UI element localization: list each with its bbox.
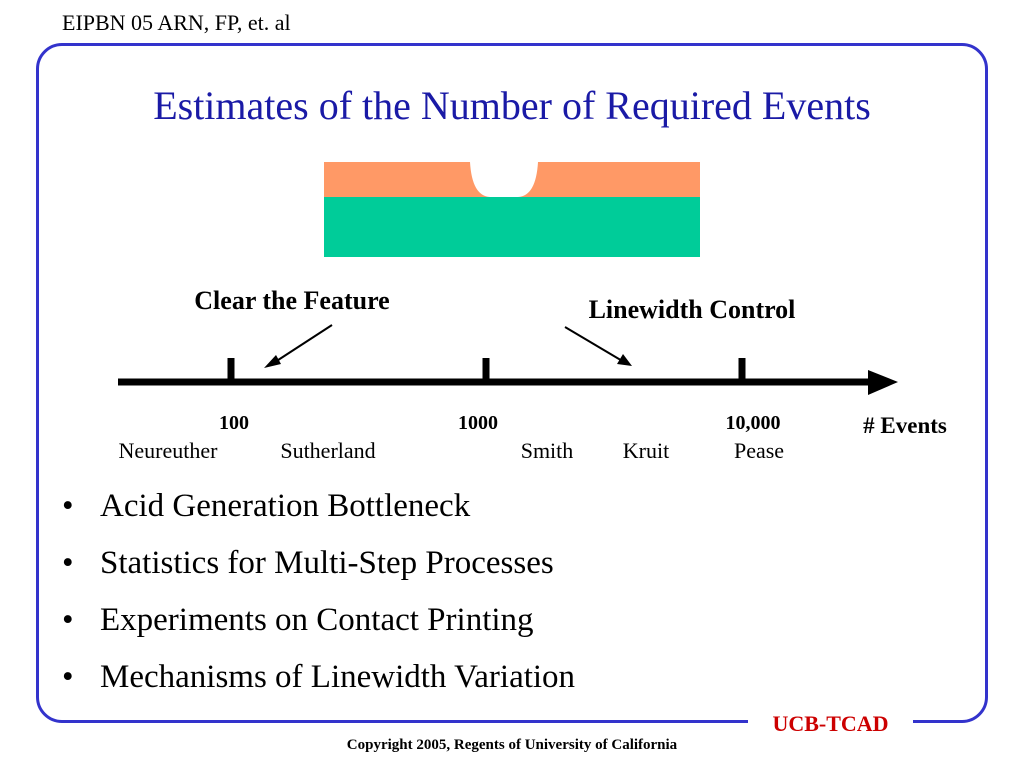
resist-layer	[324, 162, 700, 197]
label-clear-feature: Clear the Feature	[194, 286, 389, 315]
axis-arrowhead	[868, 370, 898, 395]
linewidth-arrowhead	[617, 354, 632, 366]
clear-feature-arrow	[271, 324, 333, 365]
bullet-item: • Mechanisms of Linewidth Variation	[62, 649, 575, 706]
bullet-list: • Acid Generation Bottleneck • Statistics …	[62, 478, 575, 706]
slide-frame	[36, 43, 988, 723]
bullet-dot: •	[62, 545, 74, 581]
name-pease: Pease	[734, 438, 784, 463]
bullet-item: • Statistics for Multi-Step Processes	[62, 535, 575, 592]
tick-label-100: 100	[219, 412, 249, 434]
label-linewidth-control: Linewidth Control	[589, 295, 796, 324]
brand-label: UCB-TCAD	[772, 711, 889, 736]
substrate-layer	[324, 197, 700, 257]
bullet-dot: •	[62, 602, 74, 638]
name-smith: Smith	[521, 438, 574, 463]
name-neureuther: Neureuther	[119, 438, 219, 463]
slide-title: Estimates of the Number of Required Even…	[153, 83, 871, 128]
bullet-text: Experiments on Contact Printing	[100, 602, 534, 638]
clear-feature-arrowhead	[264, 355, 281, 368]
bullet-text: Statistics for Multi-Step Processes	[100, 545, 554, 581]
axis-label-events: # Events	[863, 413, 947, 438]
bullet-text: Mechanisms of Linewidth Variation	[100, 659, 576, 695]
brand-gap	[748, 708, 913, 742]
bullet-dot: •	[62, 488, 74, 524]
tick-label-1000: 1000	[458, 412, 498, 434]
bullet-text: Acid Generation Bottleneck	[100, 488, 471, 524]
bullet-item: • Acid Generation Bottleneck	[62, 478, 575, 535]
slide-header: EIPBN 05 ARN, FP, et. al	[62, 10, 291, 35]
linewidth-arrow	[564, 326, 625, 363]
bullet-dot: •	[62, 659, 74, 695]
name-kruit: Kruit	[623, 438, 669, 463]
tick-label-10000: 10,000	[726, 412, 781, 434]
copyright-text: Copyright 2005, Regents of University of…	[346, 737, 678, 753]
bullet-item: • Experiments on Contact Printing	[62, 592, 575, 649]
name-sutherland: Sutherland	[280, 438, 375, 463]
